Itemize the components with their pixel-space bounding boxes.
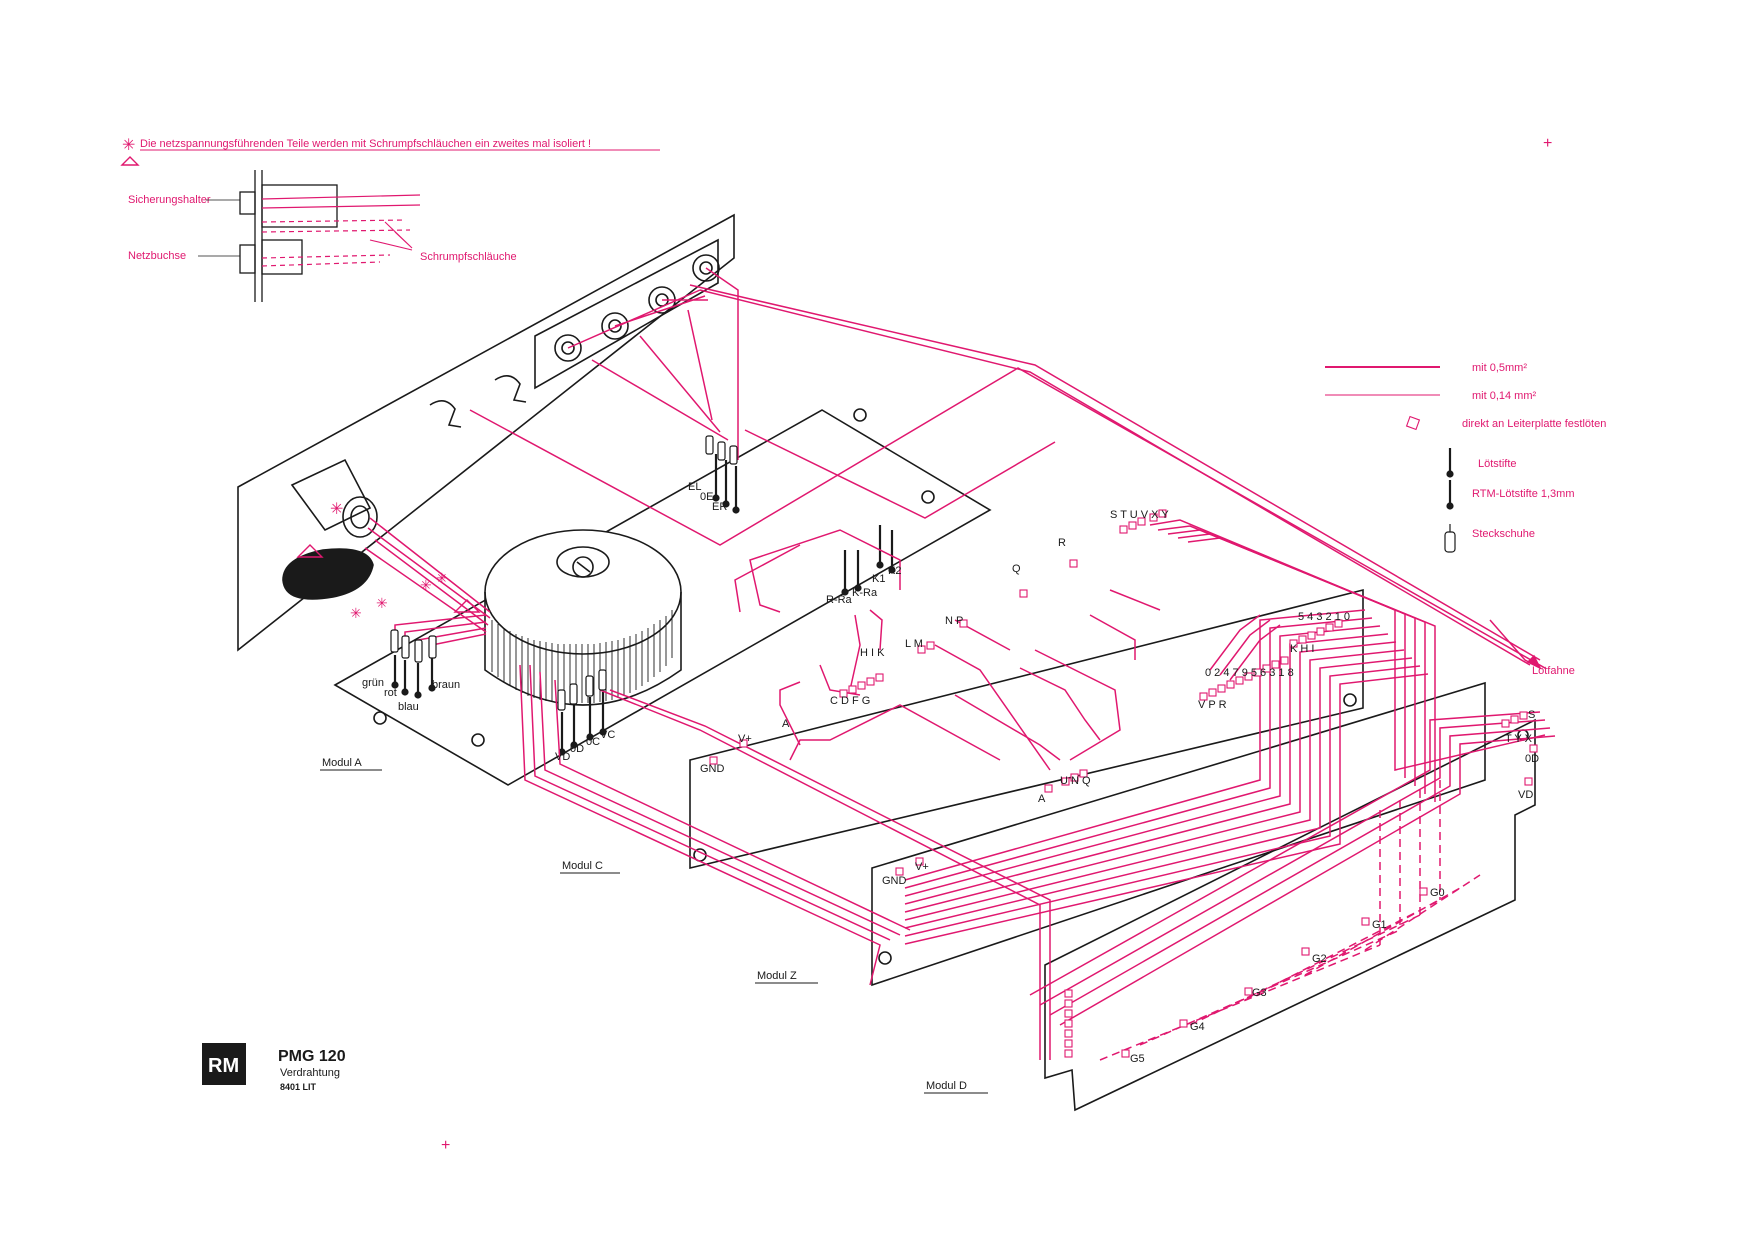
legend-thin-label: mit 0,14 mm² [1472,390,1537,402]
label-unq: U N Q [1060,775,1091,787]
solder-pads [709,415,1538,1058]
label-od2: 0D [1525,753,1539,765]
asterisk-icon: ✳ [122,137,135,154]
note-text: Die netzspannungsführenden Teile werden … [128,138,591,263]
warning-triangle-icon [120,156,140,166]
legend-thick-label: mit 0,5mm² [1472,362,1527,374]
solder-pins [391,448,1454,756]
legend-pad-label: direkt an Leiterplatte festlöten [1462,418,1606,430]
label-digits-top: 5 4 3 2 1 0 [1298,611,1350,623]
legend-shoe-label: Steckschuhe [1472,528,1535,540]
legend: mit 0,5mm² mit 0,14 mm² direkt an Leiter… [1462,362,1606,540]
drawing-subtitle: Verdrahtung [280,1067,340,1079]
title-block: RM PMG 120 Verdrahtung 8401 LIT [202,1043,346,1092]
label-q: Q [1012,563,1021,575]
label-k2: K2 [888,565,901,577]
label-rot: rot [384,687,397,699]
transformer-fins [491,610,673,703]
asterisk-icon: ✳ [350,605,362,621]
module-z-label: Modul Z [757,970,797,982]
asterisk-icon: ✳ [376,595,388,611]
label-np: N P [945,615,963,627]
inset-detail [239,170,338,302]
shoe-connectors [390,435,1456,711]
label-gruen: grün [362,677,384,689]
warning-triangle-icon [296,544,324,558]
label-digits-mid: 0 2 4 7 9 5 6 3 1 8 [1205,667,1294,679]
label-od: 0D [570,743,584,755]
label-g1: G1 [1372,919,1387,931]
label-braun: braun [432,679,460,691]
drawing-number: 8401 LIT [280,1082,317,1092]
asterisk-marks: ✳ ✳ ✳ ✳ ✳ ✳ [122,137,448,621]
label-vc: VC [600,729,615,741]
label-vd2: VD [1518,789,1533,801]
module-c-label: Modul C [562,860,603,872]
isolation-note: Die netzspannungsführenden Teile werden … [140,138,591,150]
label-loetfahne: Lötfahne [1532,665,1575,677]
label-vd: VD [555,751,570,763]
label-g4: G4 [1190,1021,1205,1033]
label-vplus-c: V+ [738,733,752,745]
logo-text: RM [208,1055,239,1077]
label-r: R [1058,537,1066,549]
label-oe: 0E [700,491,713,503]
label-schrumpfschlauche: Schrumpfschläuche [420,251,517,263]
asterisk-icon: ✳ [330,501,343,518]
label-oc: 0C [586,736,600,748]
label-hik: H I K [860,647,885,659]
warning-triangle-icon [453,599,481,613]
wiring [140,149,1556,1094]
legend-rtm-label: RTM-Lötstifte 1,3mm [1472,488,1575,500]
registration-mark: + [1543,135,1552,152]
label-g0: G0 [1430,887,1445,899]
label-vpr: V P R [1198,699,1227,711]
label-el: EL [688,481,701,493]
module-labels: Modul A Modul C Modul Z Modul D [322,757,967,1092]
wire-labels: grün rot blau braun EL 0E ER R-Ra K-Ra K… [362,481,1575,1065]
asterisk-icon: ✳ [420,577,432,593]
label-netzbuchse: Netzbuchse [128,250,186,262]
logo [202,1043,246,1085]
label-g3: G3 [1252,987,1267,999]
inset-leaders [198,199,240,257]
label-khi: K H I [1290,643,1314,655]
label-g5: G5 [1130,1053,1145,1065]
label-cdfg: C D F G [830,695,870,707]
registration-mark: + [441,1137,450,1154]
label-lm: L M [905,638,923,650]
drawing-title: PMG 120 [278,1048,346,1065]
label-a1: A [782,718,790,730]
label-g2: G2 [1312,953,1327,965]
label-gnd-c: GND [700,763,725,775]
label-k-ra: K-Ra [852,587,878,599]
label-er: ER [712,501,727,513]
label-stuvxy: S T U V X Y [1110,509,1169,521]
module-d-label: Modul D [926,1080,967,1092]
label-sicherungshalter: Sicherungshalter [128,194,211,206]
chassis-structure [237,213,1536,1112]
label-s: S [1528,709,1535,721]
label-r-ra: R-Ra [826,594,853,606]
label-k1: K1 [872,573,885,585]
label-vplus-z: V+ [915,861,929,873]
label-a2: A [1038,793,1046,805]
label-blau: blau [398,701,419,713]
legend-pin-label: Lötstifte [1478,458,1517,470]
label-gnd-z: GND [882,875,907,887]
label-tyx: T Y X [1505,733,1533,745]
asterisk-icon: ✳ [436,570,448,586]
warning-symbols [120,156,481,613]
module-a-label: Modul A [322,757,362,769]
